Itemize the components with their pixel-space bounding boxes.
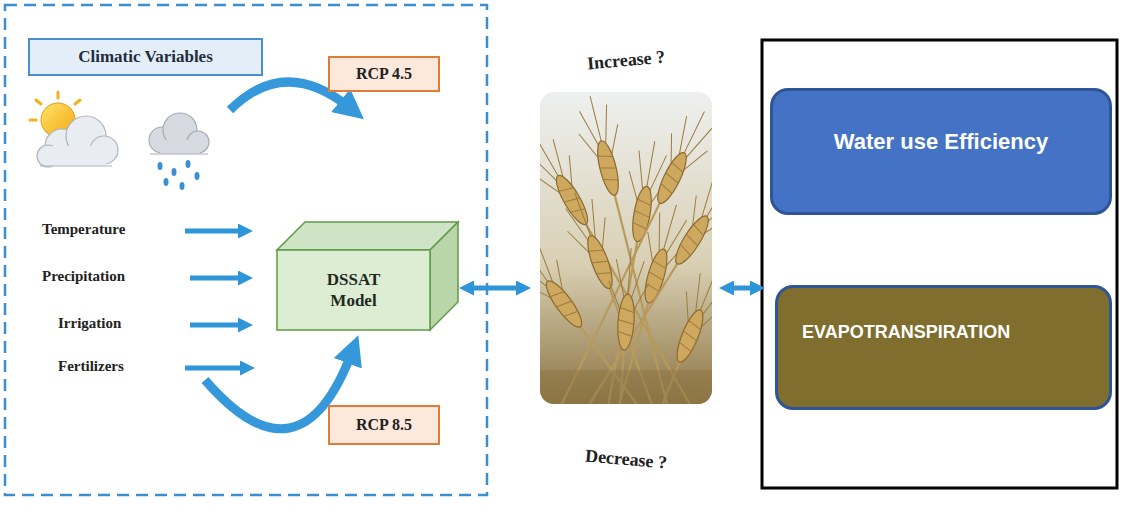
- node-text: RCP 4.5: [356, 64, 412, 83]
- sun-cloud-icon: [30, 92, 118, 167]
- result-panel: [762, 40, 1117, 488]
- rain-cloud-icon: [149, 113, 209, 190]
- connector-arrow: [468, 286, 522, 291]
- node-text: Water use Efficiency: [834, 129, 1048, 155]
- wheat-photo: [504, 91, 748, 527]
- caption-text: Decrease ?: [580, 443, 672, 476]
- caption-text: Increase ?: [582, 44, 670, 76]
- node-text: Climatic Variables: [78, 47, 213, 67]
- double-arrow: [728, 286, 756, 291]
- node-text: RCP 8.5: [356, 415, 412, 434]
- scenario-box: RCP 4.5: [328, 56, 440, 92]
- cube-face: DSSAT Model: [277, 250, 430, 330]
- output-box: EVAPOTRANSPIRATION: [775, 285, 1112, 410]
- crop-photo-node: Increase ?Decrease ?: [530, 48, 722, 472]
- input-label: Fertilizers: [58, 358, 124, 375]
- node-text: EVAPOTRANSPIRATION: [802, 322, 1010, 344]
- dashed-frame: [5, 5, 487, 495]
- input-label: Precipitation: [42, 268, 125, 285]
- heading-box: Climatic Variables: [28, 38, 263, 76]
- model-box: DSSAT Model: [275, 220, 460, 332]
- input-arrows: [185, 231, 246, 368]
- output-box: Water use Efficiency: [770, 88, 1112, 215]
- node-text: DSSAT Model: [314, 269, 394, 312]
- input-label: Temperature: [42, 221, 125, 238]
- scenario-box: RCP 8.5: [328, 405, 440, 445]
- input-label: Irrigation: [58, 315, 121, 332]
